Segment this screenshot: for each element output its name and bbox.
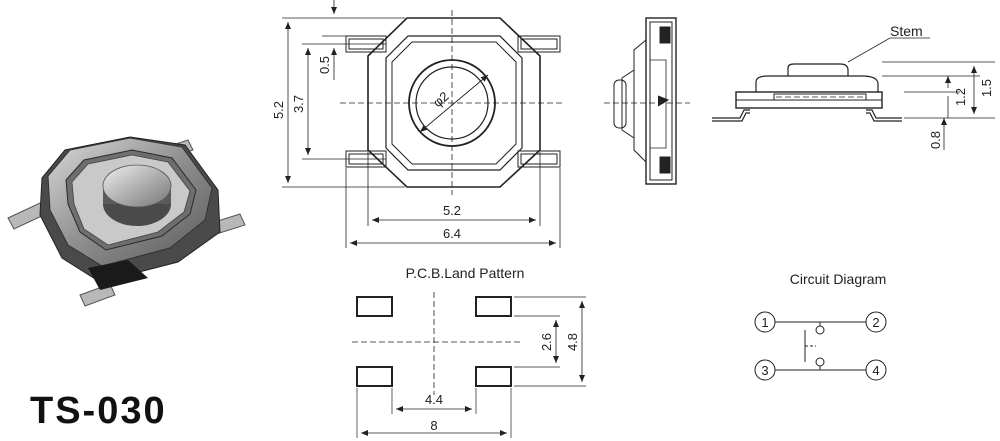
- pcb-pad-3: [356, 366, 393, 387]
- dim-side-total-height: 1.5: [979, 79, 994, 97]
- pcb-land-pattern-drawing: [352, 292, 586, 438]
- top-view-drawing: [340, 10, 565, 195]
- pcb-pad-2: [475, 296, 512, 317]
- stem-label: Stem: [890, 23, 923, 39]
- dim-offset: 0.5: [317, 56, 332, 74]
- side-view-drawing: [712, 37, 995, 150]
- circuit-diagram-title: Circuit Diagram: [790, 271, 886, 287]
- dim-outer-width: 6.4: [443, 226, 461, 241]
- pin-4-label: 4: [872, 363, 879, 378]
- pin-4-circle: [865, 359, 887, 381]
- dim-pcb-inner-h: 4.4: [425, 392, 443, 407]
- dim-inner-width: 5.2: [443, 203, 461, 218]
- dim-side-body-height: 1.2: [953, 88, 968, 106]
- pin-3-circle: [754, 359, 776, 381]
- pin-3-label: 3: [761, 363, 768, 378]
- dim-inner-height: 3.7: [291, 95, 306, 113]
- end-view-drawing: [604, 17, 690, 185]
- pcb-pad-1: [356, 296, 393, 317]
- dim-pcb-total-v: 4.8: [565, 333, 580, 351]
- dim-stem-diameter: φ2: [430, 88, 452, 110]
- model-number: TS-030: [30, 390, 167, 432]
- pin-1-circle: [754, 311, 776, 333]
- dim-pcb-pad-spacing-v: 2.6: [539, 333, 554, 351]
- top-view-leads: [345, 35, 561, 168]
- dim-pcb-total-h: 8: [430, 418, 437, 433]
- pin-2-circle: [865, 311, 887, 333]
- dim-side-lead: 0.8: [928, 131, 943, 149]
- pin-1-label: 1: [761, 315, 768, 330]
- product-photo-illustration: [7, 136, 246, 307]
- pin-2-label: 2: [872, 315, 879, 330]
- top-view-dimension-lines: [282, 0, 561, 248]
- pcb-land-pattern-title: P.C.B.Land Pattern: [406, 265, 525, 281]
- dim-total-height: 5.2: [271, 101, 286, 119]
- pcb-pad-4: [475, 366, 512, 387]
- circuit-diagram-drawing: [754, 311, 887, 381]
